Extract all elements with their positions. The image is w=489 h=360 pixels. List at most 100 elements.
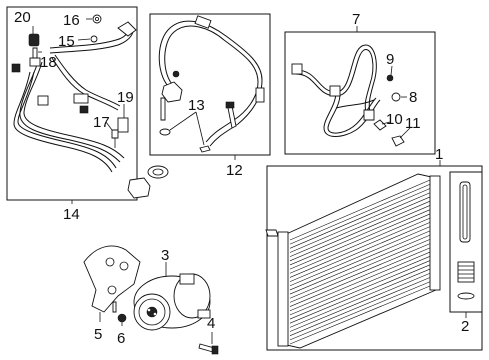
condenser-fin-line [289, 222, 431, 282]
group-3-compressor-assembly [83, 245, 219, 355]
hose-7-a-wall [295, 49, 374, 113]
condenser-fin-line [289, 205, 431, 266]
callout-14: 14 [63, 206, 80, 223]
part-20-cap [28, 33, 40, 47]
condenser-fin-line [289, 188, 431, 249]
part-13-seal-a [159, 128, 171, 136]
condenser-fin-line [289, 256, 431, 316]
condenser-fin-line [289, 239, 431, 299]
condenser-fin-line [289, 217, 431, 278]
bracket-14-b [73, 93, 89, 104]
hose-12-main [158, 20, 263, 147]
bracket-hole-c [107, 285, 117, 295]
callout-11: 11 [405, 115, 421, 132]
part-6-nut [117, 313, 127, 323]
nut-12-top [172, 70, 180, 78]
part-6-stud [112, 301, 117, 313]
fitting-7-bottom [363, 109, 375, 121]
condenser-fin-line [289, 230, 431, 291]
callout-2: 2 [461, 318, 469, 335]
condenser-right-tank [429, 175, 441, 291]
bolt-12-a [160, 97, 166, 121]
hose-12-main-wall [164, 25, 259, 143]
condenser-fin-line [289, 285, 431, 345]
dryer-plug [457, 261, 475, 283]
callout-17: 17 [93, 114, 110, 131]
hose-14-upper-wall [23, 61, 125, 159]
dryer-desiccant-inner [462, 184, 468, 240]
part-9-nut [386, 74, 394, 82]
condenser-fin-line [289, 183, 431, 245]
condenser-fin-line [289, 273, 431, 332]
leader-15 [77, 38, 91, 41]
condenser-fin-line [289, 196, 431, 257]
callout-10: 10 [386, 111, 403, 128]
bolt-12-b [227, 105, 237, 129]
leader-10 [381, 121, 391, 125]
fitting-12-right [255, 87, 265, 103]
part-15-oring [90, 35, 98, 43]
callout-18: 18 [40, 54, 57, 71]
part-11-valve [391, 135, 405, 147]
hose-14-top-wall [49, 31, 134, 54]
part-18-valve-core [32, 47, 38, 59]
group-12-frame [149, 13, 271, 156]
condenser-fin-line [289, 226, 431, 287]
hose-7-a [295, 44, 377, 113]
condenser-fin-line [289, 277, 431, 336]
fitting-14-top-left [29, 57, 41, 67]
oring-14 [147, 165, 169, 179]
bracket-hole-a [105, 257, 115, 267]
part-17-valve [111, 129, 119, 139]
part-16-washer [92, 14, 102, 24]
condenser-left-tank [277, 231, 289, 347]
condenser-fin-line [289, 179, 431, 241]
hose-7-c [335, 99, 375, 109]
compressor-pulley-ring [138, 298, 166, 326]
group-12-suction-hose-assembly [149, 13, 271, 160]
callout-19: 19 [117, 89, 134, 106]
part-8-washer [391, 92, 401, 102]
leader-17 [105, 121, 113, 131]
bracket-hole-b [119, 261, 129, 271]
condenser-fin-line [289, 213, 431, 274]
group-1-condenser-assembly [265, 160, 483, 351]
group-7-discharge-hose-assembly [284, 26, 436, 155]
callout-labels: 20 16 15 18 19 17 14 13 12 7 9 8 10 11 1… [14, 9, 469, 347]
condenser-fin-line [289, 281, 431, 341]
callout-20: 20 [14, 9, 31, 26]
group-14-liquid-line-assembly [6, 6, 169, 204]
callout-1: 1 [435, 146, 443, 163]
condenser-fins [289, 179, 431, 345]
fitting-7-mid [329, 85, 341, 97]
group-7-frame [284, 31, 436, 155]
compressor-connector [197, 309, 211, 319]
callout-3: 3 [161, 247, 169, 264]
hub-bolt-b [153, 312, 157, 316]
callout-13: 13 [188, 97, 205, 114]
callout-16: 16 [63, 12, 80, 29]
condenser-fin-line [289, 243, 431, 303]
block-fitting-14 [127, 177, 151, 199]
compressor-port [179, 273, 195, 285]
oring-14-inner [152, 168, 164, 176]
condenser-fin-line [289, 264, 431, 324]
compressor-hub [146, 306, 158, 318]
fitting-12-top [194, 15, 212, 29]
callout-4: 4 [207, 315, 215, 332]
leader-11 [399, 127, 411, 139]
callout-15: 15 [58, 33, 75, 50]
callout-8: 8 [409, 89, 417, 106]
hose-14-lower [13, 71, 113, 173]
part-10-fitting [373, 119, 387, 131]
fitting-14-end [117, 21, 137, 37]
callout-6: 6 [117, 330, 125, 347]
condenser-fin-line [289, 260, 431, 320]
dryer-oring [457, 292, 475, 300]
hose-14-mid-wall [54, 54, 121, 107]
condenser-fin-line [289, 268, 431, 328]
clip-14-c [79, 105, 89, 114]
part-13-seal-b [199, 145, 211, 153]
hub-bolt-a [147, 308, 151, 312]
